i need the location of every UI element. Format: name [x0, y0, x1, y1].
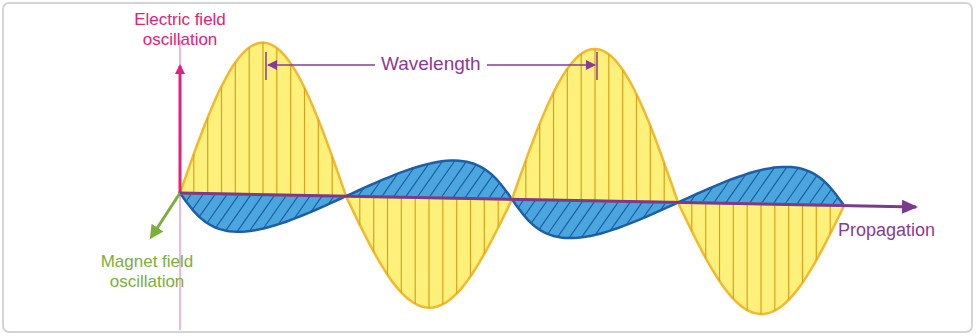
axis-label: Electric field oscillation [108, 10, 252, 49]
magnetic-lobe [180, 193, 346, 232]
magnetic-hatch [186, 193, 334, 232]
electric-hatch [692, 203, 830, 314]
magnetic-hatch [518, 200, 666, 239]
electric-lobe [512, 49, 678, 203]
propagation-axis [180, 193, 916, 207]
frame [3, 3, 972, 332]
magnetic-lobe [346, 161, 512, 200]
electric-hatch [526, 49, 664, 202]
axis-label: Magnet field oscillation [84, 252, 210, 291]
wave-group [180, 43, 844, 315]
electric-lobe [346, 196, 512, 308]
magnetic-hatch [690, 167, 838, 206]
electric-lobe [678, 203, 844, 315]
dimension-label: Wavelength [375, 53, 487, 75]
bracket-tick [596, 52, 598, 80]
bracket-tick [265, 52, 267, 80]
electric-hatch [360, 196, 498, 307]
magnetic-lobe [512, 199, 678, 238]
magnetic-lobe [678, 167, 844, 206]
magnetic-hatch [358, 161, 506, 200]
magnetic-axis [152, 193, 180, 236]
electric-axis [179, 66, 182, 193]
axis-label: Propagation [838, 220, 935, 241]
